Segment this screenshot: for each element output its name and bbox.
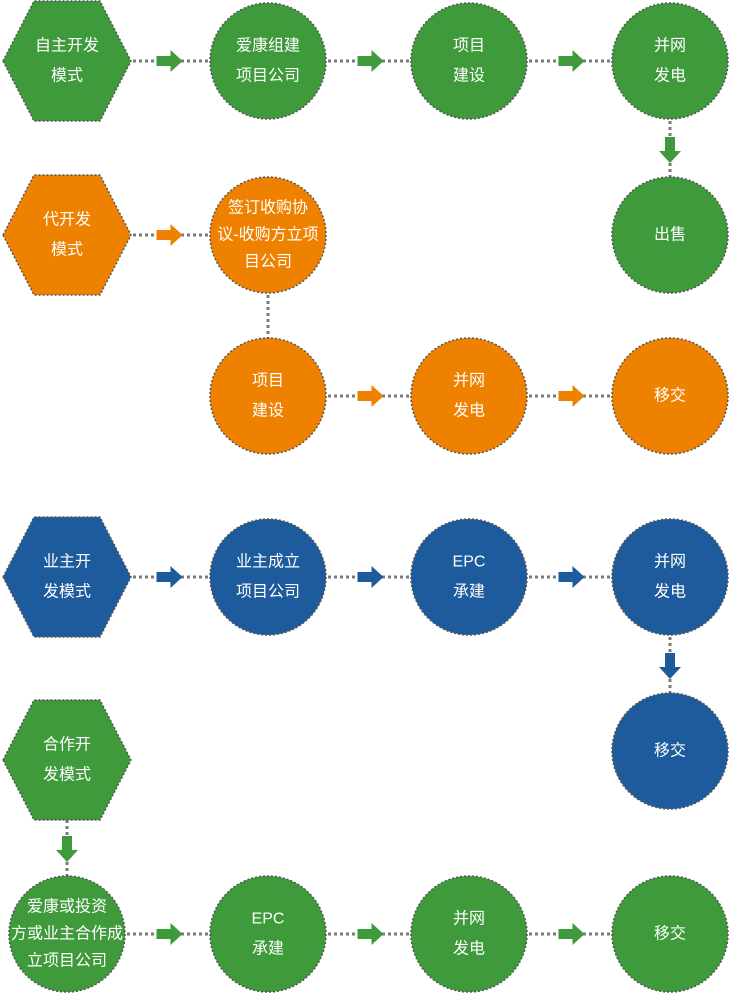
circle-shape xyxy=(410,2,528,120)
arrow-right-icon xyxy=(156,923,183,945)
hexagon-shape xyxy=(2,699,132,821)
node-label-line: 建设 xyxy=(453,67,485,85)
node-label-line: 发电 xyxy=(654,583,686,601)
node-label-line: 爱康或投资 xyxy=(27,898,107,916)
arrow-right-icon xyxy=(156,566,183,588)
step-node-row1-4: 出售 xyxy=(611,176,729,294)
circle-shape xyxy=(8,875,126,993)
node-label-line: 代开发 xyxy=(43,211,91,229)
arrow-down-icon xyxy=(659,653,681,679)
node-label-line: 发模式 xyxy=(43,766,91,784)
step-node-row3-2: EPC 承建 xyxy=(410,518,528,636)
node-label-line: 合作开 xyxy=(43,736,91,754)
arrow-right-icon xyxy=(357,385,384,407)
arrow-down-icon xyxy=(56,836,78,862)
arrow-right-icon xyxy=(558,385,585,407)
node-label-line: 发电 xyxy=(453,402,485,420)
node-label-line: 项目 xyxy=(252,373,284,390)
circle-shape xyxy=(611,875,729,993)
node-label-line: EPC xyxy=(453,554,486,571)
node-label-line: 自主开发 xyxy=(35,37,99,55)
node-label-line: 项目 xyxy=(453,38,485,55)
node-label-line: 目公司 xyxy=(244,254,292,271)
circle-shape xyxy=(209,518,327,636)
node-label-line: 签订收购协 xyxy=(228,199,308,217)
circle-shape xyxy=(611,176,729,294)
circle-shape xyxy=(209,337,327,455)
node-label-line: 模式 xyxy=(51,241,83,259)
node-label-line: 模式 xyxy=(51,67,83,85)
node-label-line: 承建 xyxy=(252,940,284,958)
circle-shape xyxy=(209,875,327,993)
step-node-row3-4: 移交 xyxy=(611,692,729,810)
circle-shape xyxy=(611,2,729,120)
node-label-line: 并网 xyxy=(654,37,686,55)
hexagon-shape xyxy=(2,0,132,122)
step-node-row4-2: EPC 承建 xyxy=(209,875,327,993)
node-label-line: 方或业主合作成 xyxy=(11,925,123,943)
node-label-line: 出售 xyxy=(654,226,686,244)
node-label-line: 并网 xyxy=(654,553,686,571)
circle-shape xyxy=(209,2,327,120)
hexagon-shape xyxy=(2,516,132,638)
arrow-right-icon xyxy=(558,566,585,588)
node-label-line: 并网 xyxy=(453,372,485,390)
node-label-line: 项目公司 xyxy=(236,584,300,601)
node-label-line: 移交 xyxy=(654,387,686,405)
circle-shape xyxy=(410,875,528,993)
circle-shape xyxy=(611,337,729,455)
circle-shape xyxy=(611,692,729,810)
circle-shape xyxy=(410,337,528,455)
step-node-row4-4: 移交 xyxy=(611,875,729,993)
node-label-line: 项目公司 xyxy=(236,68,300,85)
arrow-down-icon xyxy=(659,137,681,163)
node-label-line: 议-收购方立项 xyxy=(217,226,318,244)
arrow-right-icon xyxy=(156,224,183,246)
node-label-line: EPC xyxy=(252,911,285,928)
arrow-right-icon xyxy=(357,923,384,945)
node-label-line: 发电 xyxy=(654,67,686,85)
node-label-line: 建设 xyxy=(252,402,284,420)
circle-shape xyxy=(410,518,528,636)
node-label-line: 发模式 xyxy=(43,583,91,601)
node-label-line: 并网 xyxy=(453,910,485,928)
arrow-right-icon xyxy=(156,50,183,72)
step-node-row2-4: 移交 xyxy=(611,337,729,455)
node-label-line: 业主成立 xyxy=(236,553,300,571)
connectors-layer xyxy=(56,50,681,945)
arrow-right-icon xyxy=(558,923,585,945)
arrow-right-icon xyxy=(357,50,384,72)
node-label-line: 发电 xyxy=(453,940,485,958)
node-label-line: 业主开 xyxy=(43,553,91,571)
circle-shape xyxy=(611,518,729,636)
node-label-line: 立项目公司 xyxy=(27,952,107,970)
node-label-line: 移交 xyxy=(654,925,686,943)
hexagon-shape xyxy=(2,174,132,296)
node-label-line: 移交 xyxy=(654,742,686,760)
arrow-right-icon xyxy=(357,566,384,588)
node-label-line: 承建 xyxy=(453,583,485,601)
node-label-line: 爱康组建 xyxy=(236,37,300,55)
circle-shape xyxy=(209,176,327,294)
arrow-right-icon xyxy=(558,50,585,72)
